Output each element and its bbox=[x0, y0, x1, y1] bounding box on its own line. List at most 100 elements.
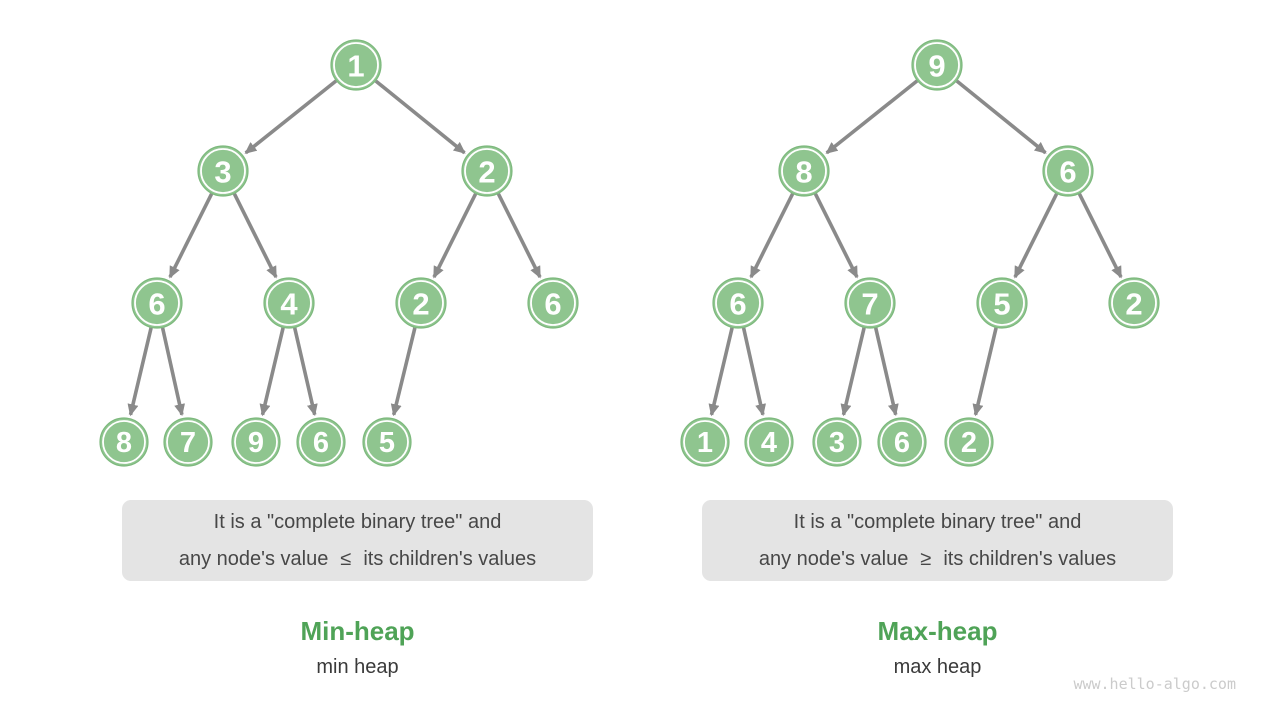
max-heap-caption-line2-pre: any node's value bbox=[758, 547, 909, 570]
tree-edge-arrow bbox=[496, 192, 542, 279]
tree-node-ring bbox=[365, 420, 409, 464]
tree-node-ring bbox=[815, 420, 859, 464]
tree-node-ring bbox=[200, 148, 246, 194]
tree-edge-arrow bbox=[972, 327, 998, 417]
tree-edge-arrow bbox=[127, 327, 153, 417]
tree-node-value: 2 bbox=[478, 155, 495, 190]
max-heap-node-4: 4 bbox=[744, 417, 794, 467]
min-heap-title: Min-heap bbox=[300, 616, 415, 646]
tree-node-value: 6 bbox=[1059, 155, 1076, 190]
tree-edge-arrow bbox=[741, 327, 766, 417]
tree-node-circle bbox=[461, 145, 513, 197]
greater-equal-operator: ≥ bbox=[920, 547, 932, 570]
tree-node-ring bbox=[234, 420, 278, 464]
max-heap-node-2: 2 bbox=[1108, 277, 1160, 329]
tree-node-ring bbox=[847, 280, 893, 326]
tree-edge-arrow bbox=[1013, 192, 1059, 279]
tree-node-ring bbox=[715, 280, 761, 326]
tree-node-ring bbox=[102, 420, 146, 464]
min-heap-caption: It is a "complete binary tree" and any n… bbox=[122, 500, 593, 581]
tree-node-value: 2 bbox=[412, 287, 429, 322]
tree-node-circle bbox=[296, 417, 346, 467]
tree-node-value: 8 bbox=[116, 427, 132, 459]
min-heap-node-7: 7 bbox=[163, 417, 213, 467]
tree-node-value: 8 bbox=[795, 155, 812, 190]
max-heap-node-6: 6 bbox=[877, 417, 927, 467]
tree-node-ring bbox=[781, 148, 827, 194]
tree-node-value: 3 bbox=[214, 155, 231, 190]
tree-node-ring bbox=[266, 280, 312, 326]
tree-node-circle bbox=[877, 417, 927, 467]
tree-node-ring bbox=[464, 148, 510, 194]
min-heap-caption-line2: any node's value≤its children's values bbox=[179, 541, 536, 578]
tree-node-value: 2 bbox=[1125, 287, 1142, 322]
max-heap-node-1: 1 bbox=[680, 417, 730, 467]
tree-node-value: 6 bbox=[148, 287, 165, 322]
tree-node-value: 5 bbox=[379, 427, 395, 459]
min-heap-node-4: 4 bbox=[263, 277, 315, 329]
max-heap-title: Max-heap bbox=[877, 616, 998, 646]
tree-node-circle bbox=[197, 145, 249, 197]
tree-node-ring bbox=[683, 420, 727, 464]
tree-node-circle bbox=[263, 277, 315, 329]
tree-node-circle bbox=[1108, 277, 1160, 329]
tree-edge-arrow bbox=[840, 327, 866, 417]
max-heap-node-2: 2 bbox=[944, 417, 994, 467]
tree-edge-arrow bbox=[292, 327, 318, 417]
tree-node-circle bbox=[395, 277, 447, 329]
min-heap-node-9: 9 bbox=[231, 417, 281, 467]
min-heap-caption-line1: It is a "complete binary tree" and bbox=[213, 510, 502, 533]
min-heap-node-3: 3 bbox=[197, 145, 249, 197]
tree-node-value: 6 bbox=[894, 427, 910, 459]
tree-node-circle bbox=[812, 417, 862, 467]
min-heap-node-5: 5 bbox=[362, 417, 412, 467]
tree-node-circle bbox=[778, 145, 830, 197]
min-heap-caption-line2-pre: any node's value bbox=[178, 547, 329, 570]
tree-node-value: 1 bbox=[697, 427, 713, 459]
tree-edge-arrow bbox=[232, 192, 278, 279]
tree-edge-arrow bbox=[244, 79, 338, 155]
tree-node-ring bbox=[166, 420, 210, 464]
min-heap-node-6: 6 bbox=[296, 417, 346, 467]
min-heap-node-8: 8 bbox=[99, 417, 149, 467]
tree-node-circle bbox=[527, 277, 579, 329]
tree-node-ring bbox=[979, 280, 1025, 326]
max-heap-node-6: 6 bbox=[712, 277, 764, 329]
max-heap-subtitle: max heap bbox=[893, 656, 982, 678]
max-heap-caption-line2-post: its children's values bbox=[943, 547, 1117, 570]
min-heap-node-1: 1 bbox=[330, 39, 382, 91]
tree-node-circle bbox=[712, 277, 764, 329]
tree-node-ring bbox=[1045, 148, 1091, 194]
max-heap-node-3: 3 bbox=[812, 417, 862, 467]
tree-edge-arrow bbox=[374, 79, 466, 155]
max-heap-caption: It is a "complete binary tree" and any n… bbox=[702, 500, 1173, 581]
tree-edge-arrow bbox=[825, 79, 919, 155]
min-heap-node-6: 6 bbox=[131, 277, 183, 329]
tree-node-value: 2 bbox=[961, 427, 977, 459]
tree-node-value: 4 bbox=[761, 427, 777, 459]
tree-node-circle bbox=[231, 417, 281, 467]
tree-edge-arrow bbox=[390, 327, 417, 417]
tree-edge-arrow bbox=[708, 327, 734, 417]
tree-node-value: 6 bbox=[729, 287, 746, 322]
tree-node-circle bbox=[1042, 145, 1094, 197]
tree-node-value: 5 bbox=[993, 287, 1010, 322]
tree-node-value: 9 bbox=[248, 427, 264, 459]
watermark: www.hello-algo.com bbox=[1073, 675, 1236, 693]
min-heap-subtitle: min heap bbox=[316, 656, 399, 678]
min-heap-node-2: 2 bbox=[395, 277, 447, 329]
max-heap-node-5: 5 bbox=[976, 277, 1028, 329]
tree-node-circle bbox=[911, 39, 963, 91]
tree-edge-arrow bbox=[259, 327, 285, 417]
max-heap-node-8: 8 bbox=[778, 145, 830, 197]
min-heap-node-2: 2 bbox=[461, 145, 513, 197]
tree-edge-arrow bbox=[813, 192, 859, 279]
tree-node-value: 6 bbox=[313, 427, 329, 459]
tree-node-ring bbox=[530, 280, 576, 326]
tree-node-ring bbox=[1111, 280, 1157, 326]
tree-node-circle bbox=[944, 417, 994, 467]
max-heap-caption-line2: any node's value ≥ its children's values bbox=[759, 541, 1116, 578]
